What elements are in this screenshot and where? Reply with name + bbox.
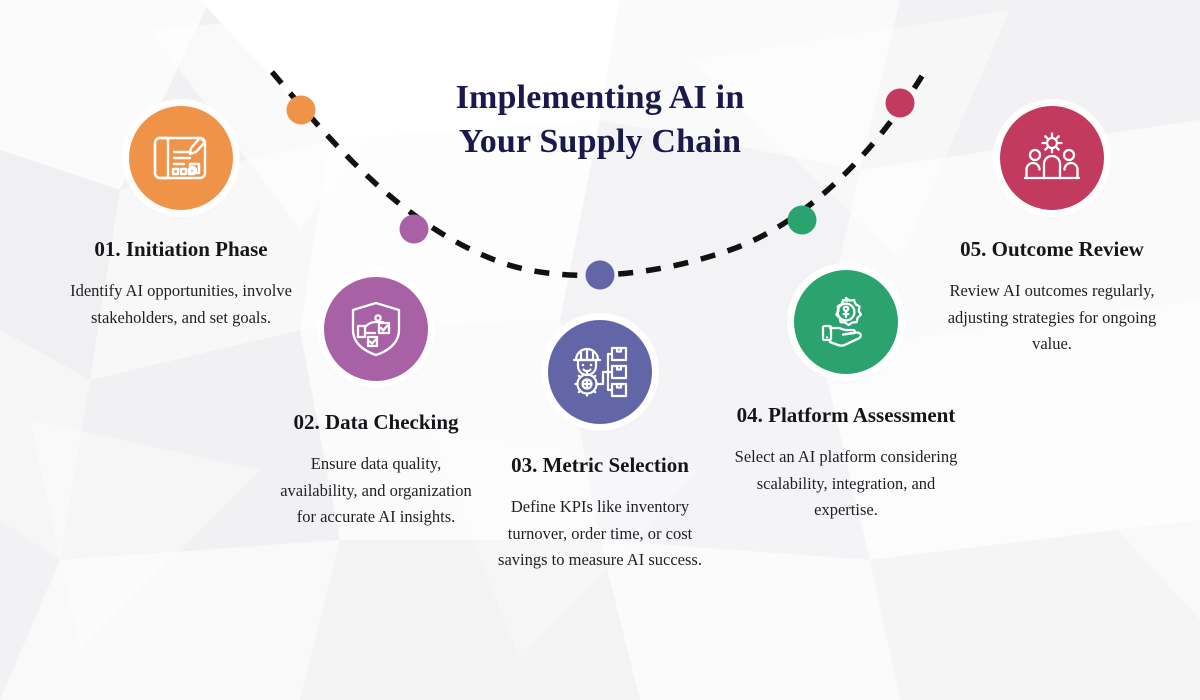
step-4-icon-circle[interactable] — [794, 270, 898, 374]
step-2-icon-circle[interactable] — [324, 277, 428, 381]
worker-gear-boxes-icon — [572, 346, 628, 398]
step-4-title: 04. Platform Assessment — [736, 403, 956, 427]
step-5-title: 05. Outcome Review — [960, 237, 1144, 261]
step-3-icon-circle[interactable] — [548, 320, 652, 424]
step-2-description: Ensure data quality, availability, and o… — [280, 454, 472, 526]
step-1-icon-circle[interactable] — [129, 106, 233, 210]
step-5-icon-circle[interactable] — [1000, 106, 1104, 210]
hand-gear-person-icon — [821, 296, 863, 347]
step-outcome-review[interactable]: 05. Outcome Review Review AI outcomes re… — [938, 106, 1166, 357]
step-data-checking[interactable]: 02. Data Checking Ensure data quality, a… — [278, 277, 474, 530]
step-initiation-phase[interactable]: 01. Initiation Phase Identify AI opportu… — [66, 106, 296, 331]
tablet-pencil-icon — [153, 136, 207, 180]
step-2-title: 02. Data Checking — [293, 410, 459, 434]
step-1-title: 01. Initiation Phase — [94, 237, 268, 261]
page-title: Implementing AI in Your Supply Chain — [370, 76, 830, 164]
title-line-2: Your Supply Chain — [458, 123, 742, 161]
step-1-description: Identify AI opportunities, involve stake… — [70, 281, 292, 327]
step-3-title: 03. Metric Selection — [511, 453, 689, 477]
step-3-description: Define KPIs like inventory turnover, ord… — [498, 497, 702, 569]
step-5-description: Review AI outcomes regularly, adjusting … — [947, 281, 1157, 353]
step-platform-assessment[interactable]: 04. Platform Assessment Select an AI pla… — [726, 270, 966, 523]
step-metric-selection[interactable]: 03. Metric Selection Define KPIs like in… — [484, 320, 716, 573]
title-line-1: Implementing AI in — [455, 79, 745, 116]
shield-hand-checklist-icon — [351, 301, 401, 357]
step-4-description: Select an AI platform considering scalab… — [734, 447, 958, 519]
people-sun-icon — [1023, 132, 1081, 180]
